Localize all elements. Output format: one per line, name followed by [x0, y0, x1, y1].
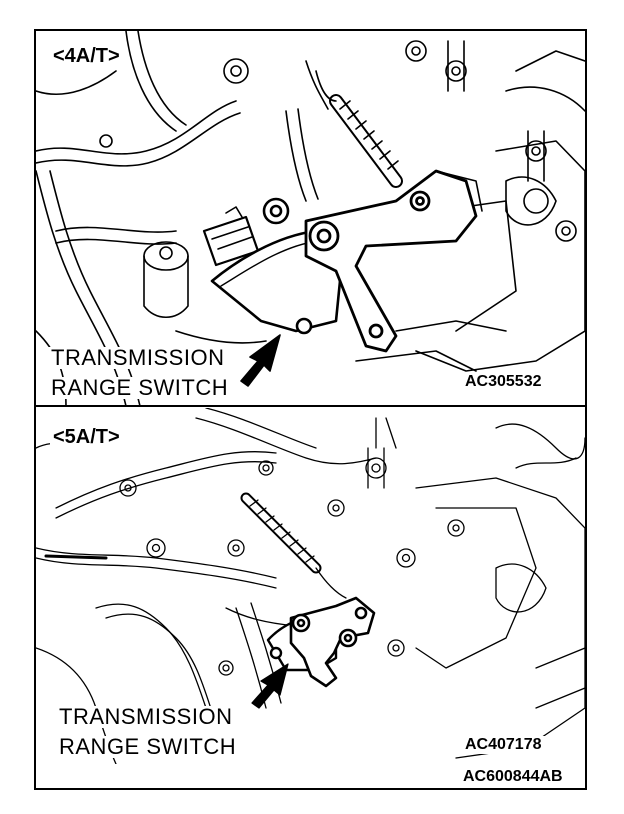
panel-divider: [34, 405, 587, 407]
pointer-arrow: [240, 334, 281, 387]
boot-spring: [329, 94, 403, 188]
bolt-cluster-5at: [119, 417, 465, 676]
callout-line1-bottom: TRANSMISSION: [56, 706, 236, 728]
variant-label-5at: <5A/T>: [50, 426, 123, 448]
manual-control-lever: [304, 169, 483, 353]
wiring-connector: [202, 206, 260, 267]
bottom-illustration-panel: <5A/T> TRANSMISSION RANGE SWITCH AC40717…: [36, 408, 585, 764]
figure-id-bottom: AC407178: [462, 736, 545, 754]
variant-label-4at: <4A/T>: [50, 45, 123, 67]
pointer-arrow-5at: [251, 663, 289, 709]
hose-fitting: [143, 241, 189, 319]
engine-bay-line-drawing-4at: [36, 31, 585, 406]
figure-id-top: AC305532: [462, 373, 545, 391]
callout-line2-bottom: RANGE SWITCH: [56, 736, 240, 758]
engine-bay-line-drawing-5at: [36, 408, 585, 764]
manual-control-lever-5at: [289, 596, 376, 688]
boot-spring-5at: [240, 492, 322, 574]
top-illustration-panel: <4A/T> TRANSMISSION RANGE SWITCH AC30553…: [36, 31, 585, 406]
document-id: AC600844AB: [460, 768, 566, 786]
callout-line2-top: RANGE SWITCH: [48, 377, 232, 399]
bolt-cluster: [223, 40, 577, 242]
callout-line1-top: TRANSMISSION: [48, 347, 228, 369]
